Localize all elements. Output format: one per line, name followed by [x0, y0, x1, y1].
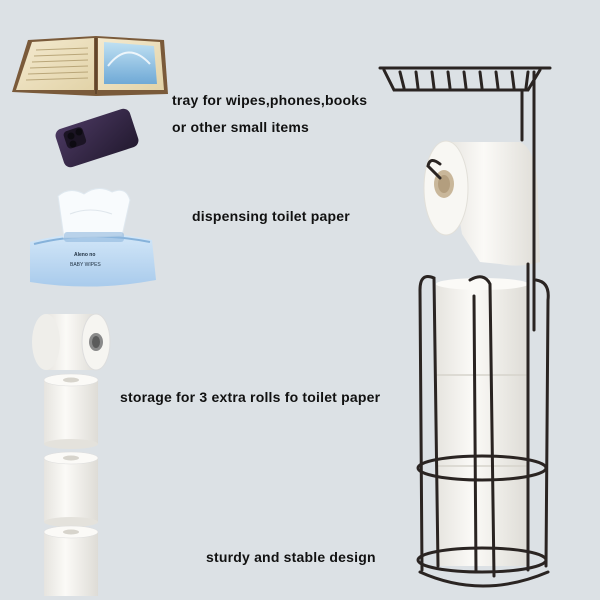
toilet-roll-stack-icon	[43, 373, 99, 596]
wipes-brand-text: Aleno no	[74, 252, 95, 258]
caption-sturdy: sturdy and stable design	[206, 549, 376, 565]
wipes-label-text: BABY WIPES	[70, 262, 101, 268]
toilet-roll-lying-icon	[32, 313, 111, 371]
stored-rolls	[436, 278, 528, 566]
baby-wipes-pack-icon: Aleno no BABY WIPES	[30, 188, 156, 287]
caption-storage: storage for 3 extra rolls fo toilet pape…	[120, 389, 381, 405]
caption-tray-line1: tray for wipes,phones,books	[172, 92, 368, 108]
smartphone-icon	[55, 108, 139, 168]
toilet-paper-stand	[378, 66, 552, 588]
caption-dispensing: dispensing toilet paper	[192, 208, 350, 224]
caption-tray-line2: or other small items	[172, 119, 310, 135]
dispensing-roll	[423, 140, 540, 266]
open-book-icon	[12, 36, 168, 96]
